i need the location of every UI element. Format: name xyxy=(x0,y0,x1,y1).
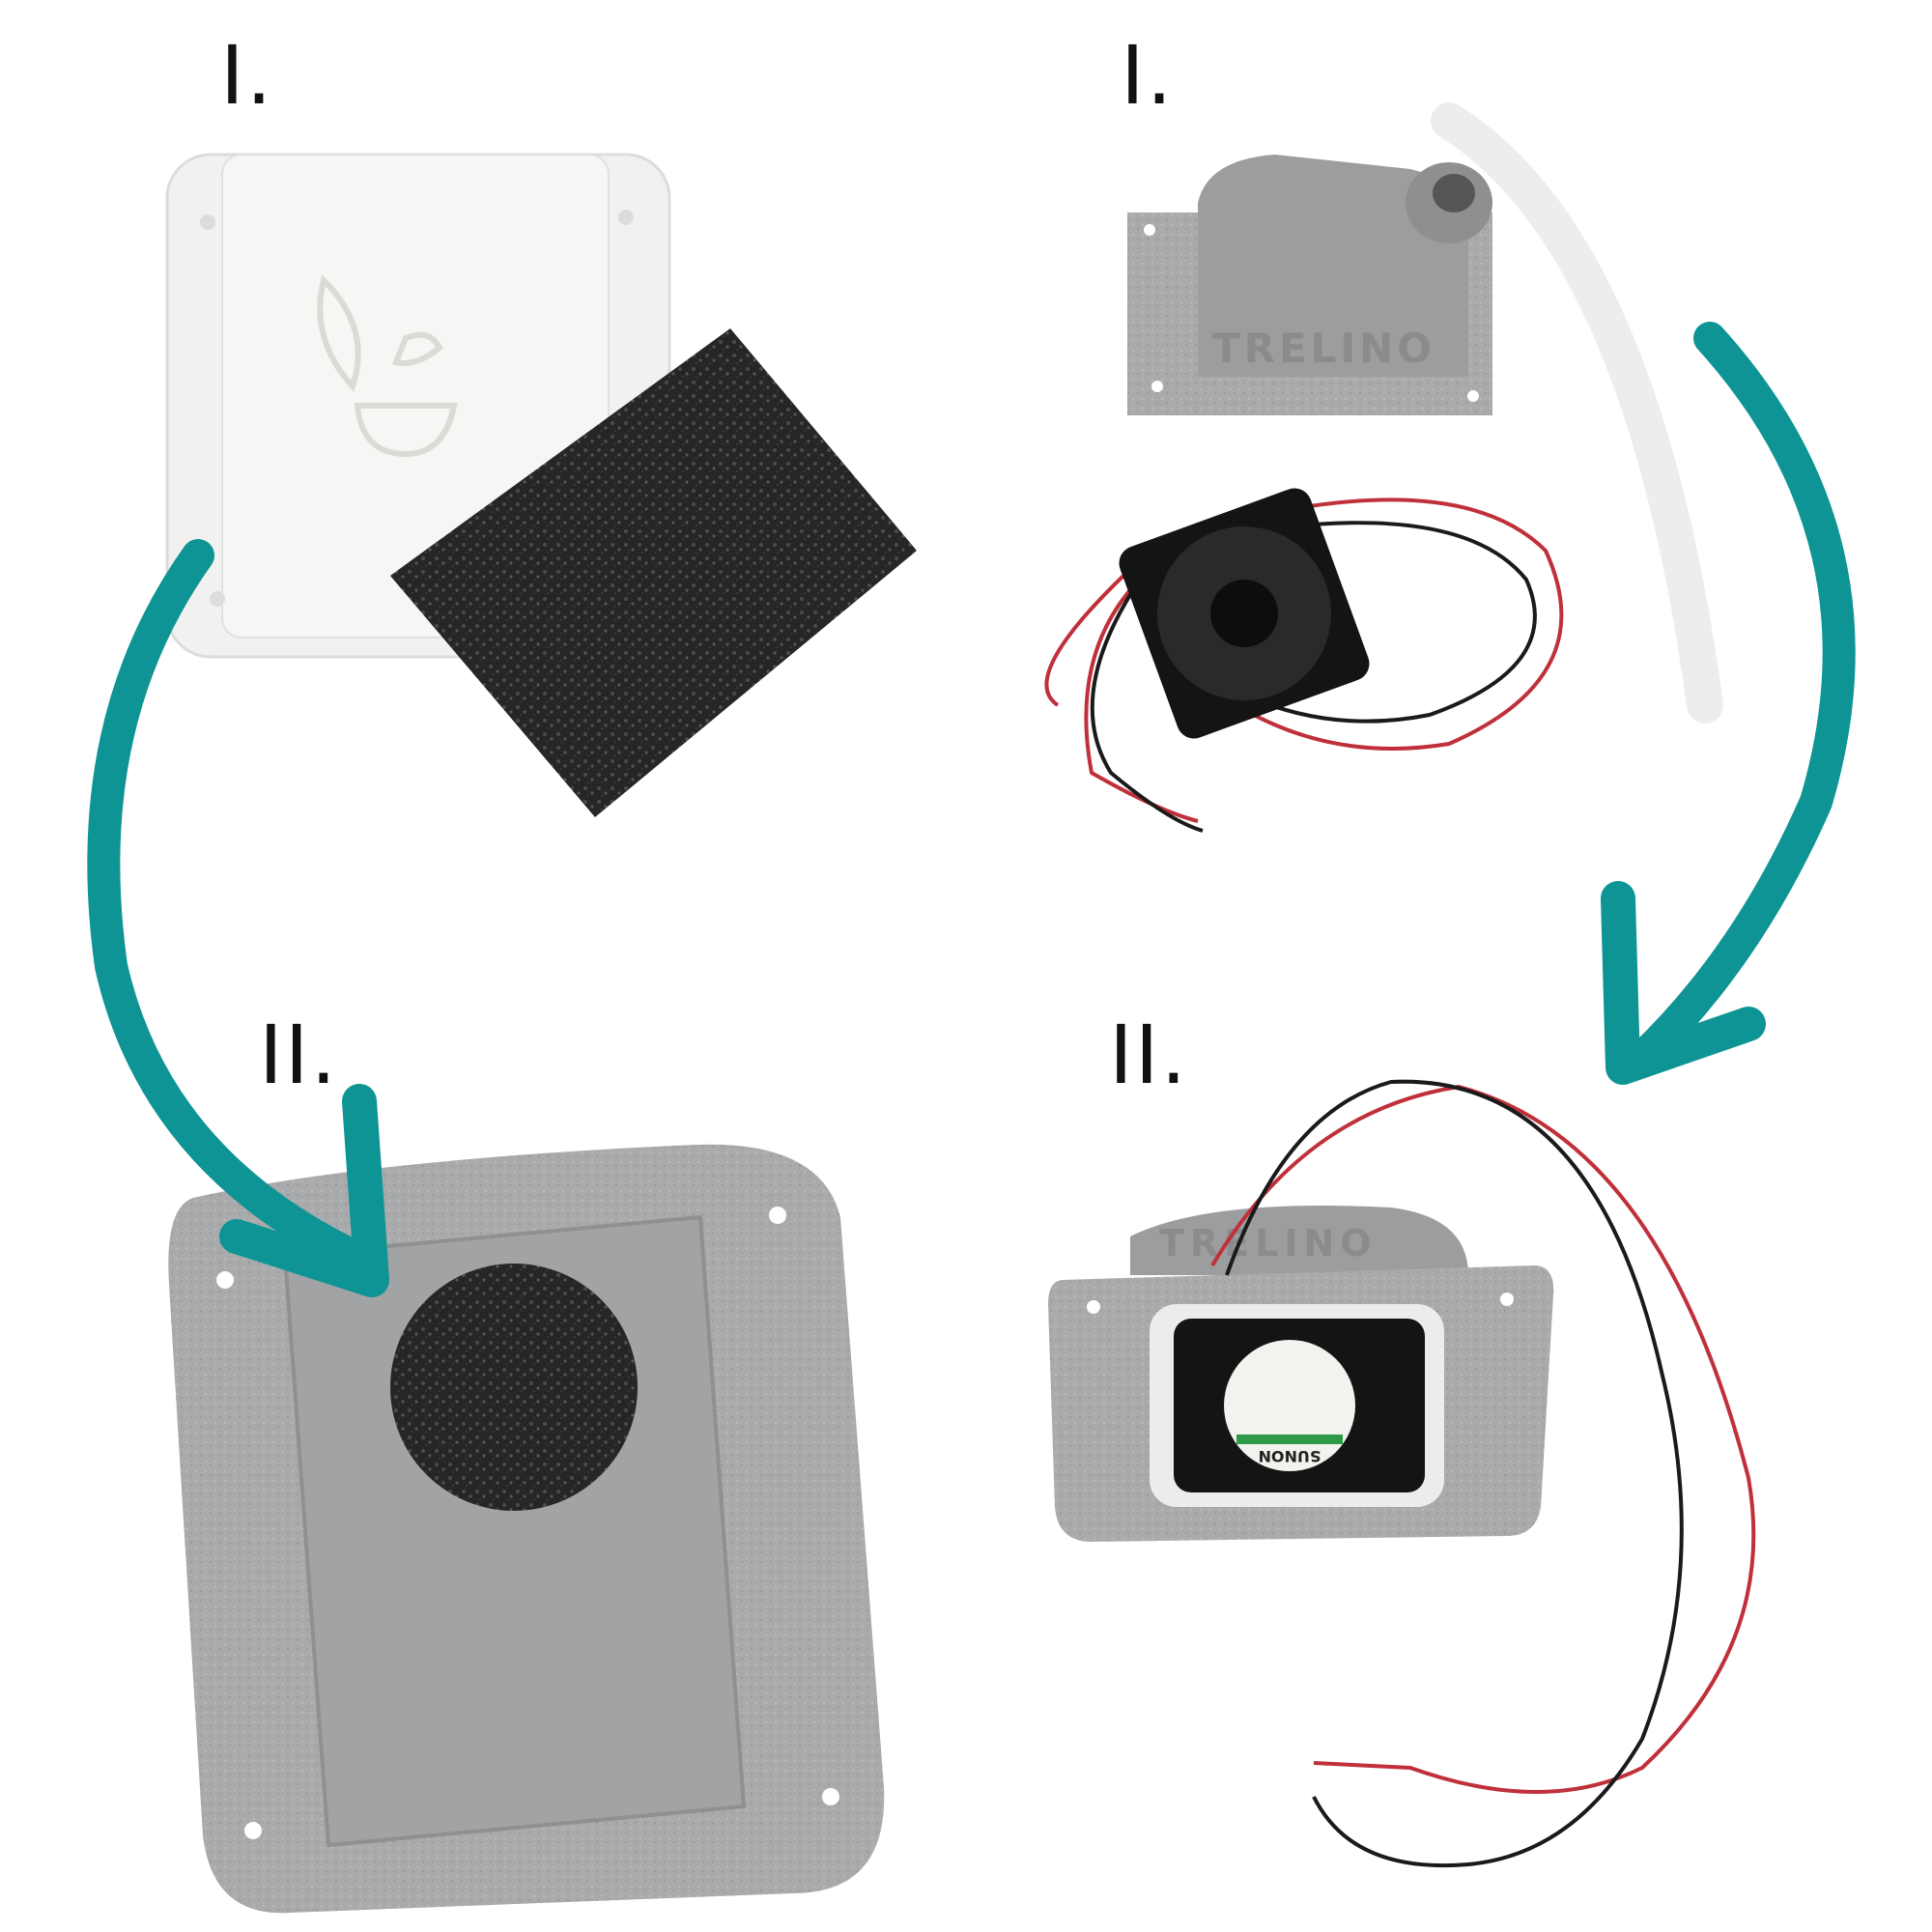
step-label-top-right: I. xyxy=(1121,28,1175,123)
trelino-emboss: TRELINO xyxy=(1212,325,1435,372)
foam-filter-pad xyxy=(390,328,917,817)
step-label-top-left: I. xyxy=(220,28,274,123)
step-label-bottom-left: II. xyxy=(259,1008,339,1102)
arrow-right-assembly xyxy=(1601,322,1856,1085)
gray-fan-enclosure: TRELINO xyxy=(1127,155,1492,415)
sunon-brand: SUNON xyxy=(1259,1447,1321,1465)
assembled-fan-enclosure: TRELINO SUNON xyxy=(1048,1079,1756,1868)
foam-window xyxy=(390,1264,638,1511)
step-label-bottom-right: II. xyxy=(1109,1008,1189,1102)
silicone-tube xyxy=(1431,102,1723,724)
gray-filter-plate xyxy=(168,1144,885,1914)
trelino-emboss-assembled: TRELINO xyxy=(1159,1222,1378,1264)
leaf-logo xyxy=(317,274,458,458)
small-fan-with-wires xyxy=(1044,488,1564,833)
arrow-left-assembly xyxy=(87,539,389,1297)
